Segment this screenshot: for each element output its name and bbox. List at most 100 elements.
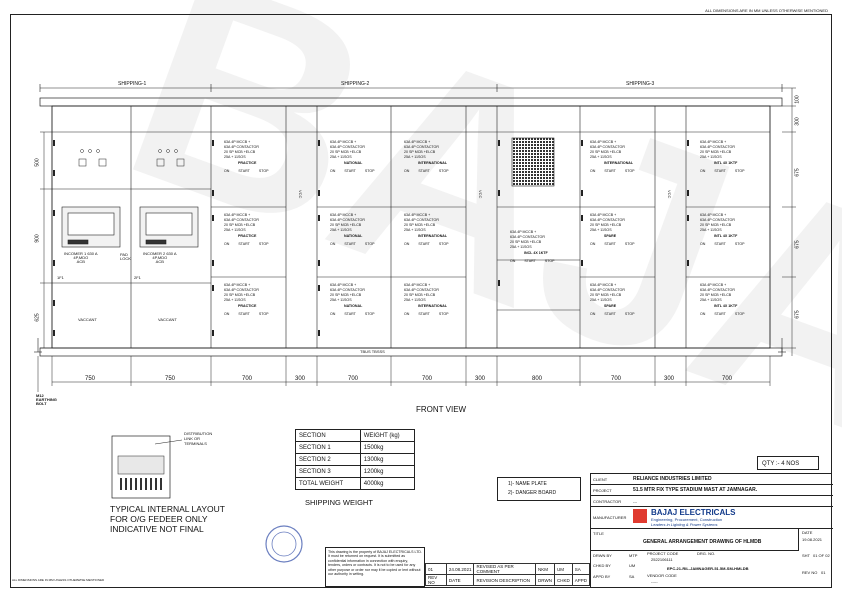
weight-row-value: 1200kg — [359, 465, 416, 478]
rev-head-cell: REV NO — [425, 574, 447, 586]
weight-head-kg: WEIGHT (kg) — [359, 429, 416, 442]
feeder-spec-line: 63A 4P MCCB + — [330, 213, 357, 217]
feeder-spec-line: 25A + 11SOS — [404, 154, 426, 159]
sheet-label: SHT — [802, 553, 810, 558]
weight-head-section: SECTION — [295, 429, 361, 442]
feeder-spec-line: 63A 4P MCCB + — [404, 213, 431, 217]
feeder-spec-line: 25A + 11SOS — [404, 227, 426, 232]
feeder-name: SPARE — [604, 234, 617, 239]
project-name: 51.5 MTR FIX TYPE STADIUM MAST AT JAMNAG… — [633, 487, 758, 493]
brand-sub2: Leaders in Lighting & Power Systems — [651, 522, 718, 527]
right-dim-label: 675 — [794, 310, 801, 319]
bottom-dim-label: 700 — [348, 376, 359, 382]
feeder-spec-line: 20 SP MCB +ELCB — [330, 222, 362, 227]
feeder-spec-line: 20 SP MCB +ELCB — [590, 292, 622, 297]
svg-text:VCC: VCC — [298, 190, 303, 199]
feeder-spec-line: 20 SP MCB +ELCB — [330, 292, 362, 297]
feeder-spec-line: 63A 4P MCCB + — [404, 140, 431, 144]
feeder-spec-line: 63A 4P MCCB + — [590, 140, 617, 144]
feeder-button-label: STOP — [544, 259, 555, 264]
title-block: CLIENT RELIANCE INDUSTRIES LIMITED PROJE… — [590, 473, 833, 588]
drwn-value: MTP — [629, 553, 638, 558]
bottom-dim-label: 800 — [532, 376, 543, 382]
feeder-button-label: START — [238, 169, 250, 174]
feeder-spec-line: 25A + 11SOS — [590, 154, 612, 159]
bottom-dim-label: 700 — [422, 376, 433, 382]
feeder-spec-line: 20 SP MCB +ELCB — [700, 292, 732, 297]
dwg-value: EPC-21-RIL-JAMNAGER-51.5M-SM-HMLDB — [667, 566, 749, 571]
feeder-spec-line: 63A 4P MCCB + — [590, 283, 617, 287]
pad-lock-label: PAD LOCK — [120, 252, 131, 261]
feeder-name: INCL 4X 1KTF — [524, 251, 548, 256]
left-dim-label: 625 — [34, 313, 41, 322]
incomer-2-label: INCOMER 2 630 A 4P,MDO ACB — [143, 251, 177, 264]
feeder-button-label: STOP — [624, 169, 635, 174]
feeder-spec-line: 63A 4P CONTACTOR — [404, 144, 439, 149]
feeder-spec-line: 63A 4P MCCB + — [330, 140, 357, 144]
feeder-button-label: ON — [590, 242, 596, 247]
feeder-name: SPARE — [604, 304, 617, 309]
feeder-spec-line: 20 SP MCB +ELCB — [330, 149, 362, 154]
right-dim-label: 100 — [794, 95, 801, 104]
feeder-name: INTERNATIONAL — [418, 304, 448, 309]
feeder-button-label: STOP — [258, 242, 269, 247]
feeder-spec-line: 63A 4P CONTACTOR — [590, 287, 625, 292]
feeder-spec-line: 63A 4P CONTACTOR — [590, 144, 625, 149]
feeder-button-label: START — [604, 169, 616, 174]
feeder-spec-line: 63A 4P MCCB + — [700, 213, 727, 217]
feeder-button-label: STOP — [364, 169, 375, 174]
qty-box: QTY :- 4 NOS — [757, 456, 819, 470]
feeder-button-label: STOP — [734, 169, 745, 174]
feeder-name: PRACTICE — [238, 161, 257, 166]
revision-table: 01 24.08.2021 REVISED AS PER COMMENT NKM… — [425, 563, 591, 586]
svg-text:VCC: VCC — [667, 190, 672, 199]
feeder-button-label: ON — [224, 312, 230, 317]
feeder-button-label: ON — [224, 169, 230, 174]
bottom-dim-label: 300 — [664, 376, 675, 382]
feeder-button-label: START — [604, 242, 616, 247]
feeder-spec-line: 20 SP MCB +ELCB — [700, 222, 732, 227]
weight-row-label: SECTION 1 — [295, 441, 361, 454]
feeder-button-label: ON — [700, 312, 706, 317]
feeder-button-label: STOP — [624, 242, 635, 247]
feeder-spec-line: 63A 4P CONTACTOR — [330, 144, 365, 149]
feeder-spec-line: 25A + 11SOS — [590, 227, 612, 232]
feeder-spec-line: 63A 4P CONTACTOR — [510, 234, 545, 239]
rev-head-cell: CHKD — [553, 574, 573, 586]
shipping-label-1: SHIPPING-1 — [118, 81, 147, 87]
feeder-button-label: STOP — [438, 312, 449, 317]
drwn-label: DRWN BY — [593, 553, 612, 558]
bottom-dim-label: 750 — [85, 376, 96, 382]
feeder-spec-line: 63A 4P CONTACTOR — [224, 217, 259, 222]
feeder-spec-line: 25A + 11SOS — [330, 297, 352, 302]
incomer-1-label: INCOMER 1 630 A 4P,MDO ACB — [64, 251, 98, 264]
note-1: 1)- NAME PLATE — [508, 481, 547, 487]
feeder-button-label: STOP — [438, 242, 449, 247]
feeder-name: INTERNATIONAL — [418, 161, 448, 166]
feeder-spec-line: 63A 4P CONTACTOR — [330, 217, 365, 222]
feeder-spec-line: 63A 4P MCCB + — [700, 140, 727, 144]
feeder-button-label: STOP — [734, 312, 745, 317]
feeder-button-label: ON — [700, 169, 706, 174]
shipping-label-2: SHIPPING-2 — [341, 81, 370, 87]
feeder-spec-line: 20 SP MCB +ELCB — [224, 222, 256, 227]
feeder-spec-line: 20 SP MCB +ELCB — [404, 149, 436, 154]
vaccant-2: VACCANT — [158, 317, 177, 322]
bottom-dim-label: 750 — [165, 376, 176, 382]
feeder-button-label: STOP — [734, 242, 745, 247]
footer-note: ALL DIMENSIONS ARE IN MM UNLESS OTHERWIS… — [12, 578, 105, 582]
